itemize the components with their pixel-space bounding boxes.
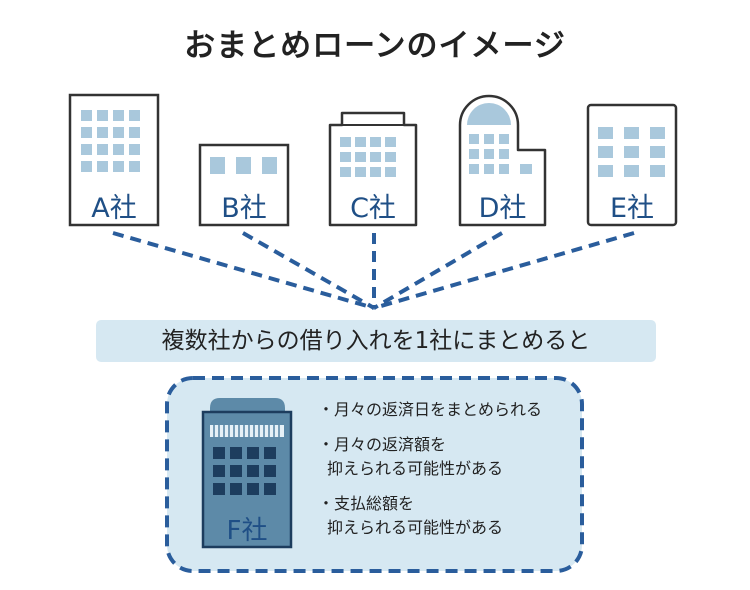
company-c-label: C社 xyxy=(350,193,396,224)
benefit-line: ・支払総額を xyxy=(318,494,415,513)
connector-a xyxy=(112,231,375,310)
company-a-label: A社 xyxy=(91,193,137,224)
benefit-line: 抑えられる可能性がある xyxy=(327,459,504,478)
benefit-line: ・月々の返済日をまとめられる xyxy=(318,400,543,419)
company-b-building xyxy=(198,143,290,227)
benefit-item: ・月々の返済日をまとめられる xyxy=(318,398,588,422)
company-a-building xyxy=(68,93,160,227)
benefit-item: ・月々の返済額を 抑えられる可能性がある xyxy=(318,433,588,481)
connector-lines xyxy=(112,231,635,310)
company-d-label: D社 xyxy=(478,193,527,224)
benefit-item: ・支払総額を 抑えられる可能性がある xyxy=(318,492,588,540)
company-f-label: F社 xyxy=(226,516,268,546)
company-e-label: E社 xyxy=(609,193,655,224)
benefit-list: ・月々の返済日をまとめられる ・月々の返済額を 抑えられる可能性がある ・支払総… xyxy=(318,398,588,551)
company-d-building xyxy=(458,94,547,227)
connector-e xyxy=(373,231,635,310)
company-e-building xyxy=(586,103,678,227)
consolidation-banner xyxy=(96,320,656,362)
company-f-building xyxy=(201,398,293,549)
benefit-line: 抑えられる可能性がある xyxy=(327,518,504,537)
diagram-title: おまとめローンのイメージ xyxy=(184,28,566,64)
connector-d xyxy=(372,231,504,310)
benefit-line: ・月々の返済額を xyxy=(318,435,447,454)
company-c-building xyxy=(328,111,418,227)
consolidation-banner-text: 複数社からの借り入れを1社にまとめると xyxy=(161,328,591,354)
company-b-label: B社 xyxy=(221,193,267,224)
connector-b xyxy=(242,231,375,310)
